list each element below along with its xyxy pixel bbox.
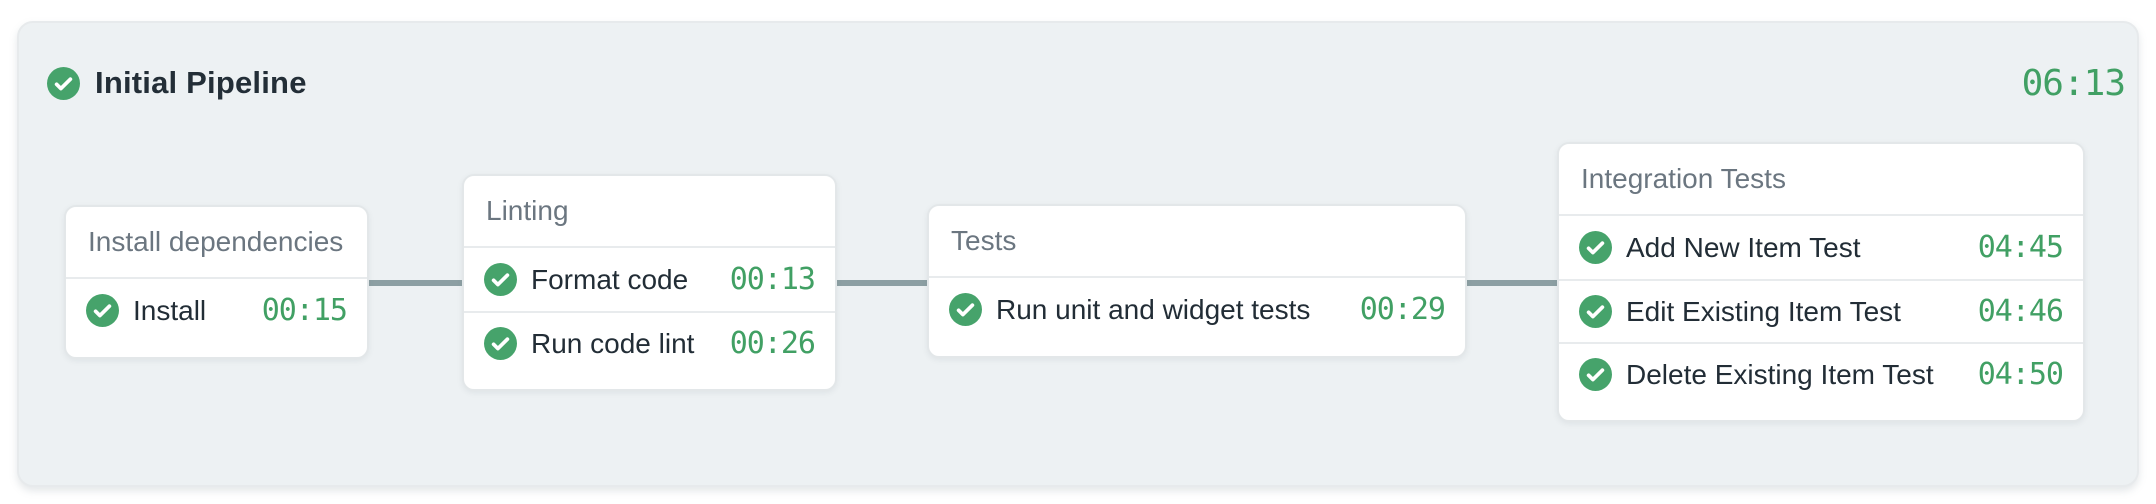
- stage-card: Install dependencies Install 00:15: [64, 205, 369, 359]
- step-row[interactable]: Run code lint 00:26: [464, 311, 835, 374]
- check-circle-icon: [484, 327, 517, 360]
- stage-steps: Add New Item Test 04:45 Edit Existing It…: [1559, 216, 2083, 405]
- step-row[interactable]: Format code 00:13: [464, 248, 835, 311]
- pipeline-duration: 06:13: [2021, 62, 2126, 104]
- stage-title: Tests: [929, 206, 1465, 278]
- stage-steps: Install 00:15: [66, 279, 367, 342]
- step-row[interactable]: Install 00:15: [66, 279, 367, 342]
- check-circle-icon: [949, 293, 982, 326]
- step-row[interactable]: Add New Item Test 04:45: [1559, 216, 2083, 279]
- stage-title: Install dependencies: [66, 207, 367, 279]
- step-label: Edit Existing Item Test: [1626, 295, 1901, 327]
- stage-card: Tests Run unit and widget tests 00:29: [927, 204, 1467, 358]
- step-duration: 04:45: [1977, 230, 2064, 265]
- step-label: Format code: [531, 263, 689, 295]
- step-row[interactable]: Delete Existing Item Test 04:50: [1559, 342, 2083, 405]
- stage-title: Integration Tests: [1559, 144, 2083, 216]
- pipeline-title: Initial Pipeline: [95, 65, 307, 100]
- step-row[interactable]: Edit Existing Item Test 04:46: [1559, 279, 2083, 342]
- step-label: Add New Item Test: [1626, 231, 1861, 263]
- check-circle-icon: [1579, 295, 1612, 328]
- pipeline-panel: Install dependencies Install 00:15 Linti…: [17, 21, 2139, 487]
- step-duration: 00:13: [729, 262, 816, 297]
- step-row[interactable]: Run unit and widget tests 00:29: [929, 278, 1465, 341]
- step-label: Run code lint: [531, 327, 695, 359]
- step-duration: 00:15: [261, 293, 348, 328]
- stage-card: Linting Format code 00:13 Run code lint …: [462, 174, 837, 391]
- step-duration: 04:50: [1977, 357, 2064, 392]
- check-circle-icon: [1579, 231, 1612, 264]
- pipeline-header: Initial Pipeline 06:13: [19, 23, 2137, 119]
- stage-steps: Run unit and widget tests 00:29: [929, 278, 1465, 341]
- step-label: Install: [133, 294, 207, 326]
- pipeline-graph: Install dependencies Install 00:15 Linti…: [19, 23, 2137, 485]
- check-circle-icon: [86, 294, 119, 327]
- step-label: Run unit and widget tests: [996, 293, 1311, 325]
- check-circle-icon: [47, 66, 80, 100]
- stage-title: Linting: [464, 176, 835, 248]
- step-label: Delete Existing Item Test: [1626, 358, 1934, 390]
- step-duration: 04:46: [1977, 294, 2064, 329]
- step-duration: 00:26: [729, 326, 816, 361]
- check-circle-icon: [1579, 358, 1612, 391]
- step-duration: 00:29: [1359, 292, 1446, 327]
- stage-steps: Format code 00:13 Run code lint 00:26: [464, 248, 835, 374]
- stage-card: Integration Tests Add New Item Test 04:4…: [1557, 142, 2085, 422]
- check-circle-icon: [484, 263, 517, 296]
